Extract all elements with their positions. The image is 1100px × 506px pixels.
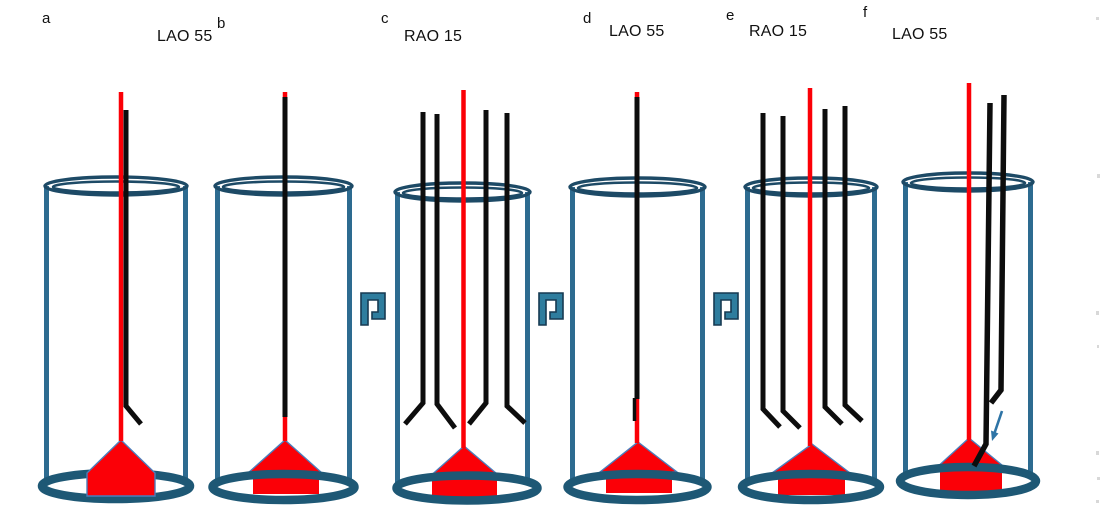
view-label-rao15-e: RAO 15 — [749, 23, 808, 40]
cylinder-b — [208, 92, 359, 505]
rotation-icon — [713, 292, 739, 326]
cylinder-c-walls — [395, 192, 530, 483]
pointer-arrow-icon — [991, 410, 1004, 441]
view-label-lao55-d: LAO 55 — [609, 23, 665, 40]
rotation-icon — [360, 292, 386, 326]
cylinder-b-walls — [215, 186, 352, 482]
red-cone-b — [246, 439, 324, 474]
view-label-rao15-c: RAO 15 — [404, 28, 463, 45]
panel-letter-f: f — [863, 4, 868, 21]
view-label-lao55-f: LAO 55 — [892, 26, 948, 43]
red-cone-a — [86, 439, 156, 497]
cylinder-a-rim-icon — [43, 175, 189, 197]
cylinder-d — [563, 92, 712, 505]
rotation-icon — [538, 292, 564, 326]
cylinder-f — [895, 83, 1041, 500]
black-leads-c — [403, 110, 527, 430]
cylinder-e-walls — [745, 187, 877, 482]
cylinder-a-walls — [44, 186, 188, 482]
panel-letter-b: b — [217, 15, 226, 32]
cylinder-c-base-ring-icon — [392, 471, 542, 505]
red-cone-e — [769, 443, 853, 474]
panel-letter-d: d — [583, 10, 592, 27]
black-lead-a — [123, 110, 143, 426]
cylinder-e — [737, 88, 885, 505]
panel-letter-c: c — [381, 10, 389, 27]
cylinder-d-walls — [570, 187, 705, 482]
cylinder-e-base-ring-icon — [737, 469, 885, 505]
edge-artifact — [1096, 17, 1100, 503]
black-leads-e — [760, 106, 864, 430]
cylinder-f-base-ring-icon — [895, 462, 1041, 500]
red-cone-d — [597, 441, 680, 473]
cylinder-d-base-ring-icon — [563, 469, 712, 505]
panel-letter-a: a — [42, 10, 51, 27]
view-label-lao55-ab: LAO 55 — [157, 28, 213, 45]
black-leads-f — [971, 94, 1007, 468]
cylinder-f-walls — [903, 182, 1033, 478]
cylinder-b-base-ring-icon — [208, 469, 359, 505]
red-base-c — [432, 478, 497, 498]
cylinder-a — [37, 92, 195, 504]
red-base-f — [940, 469, 1002, 492]
cylinder-c — [392, 90, 542, 505]
panel-letter-e: e — [726, 7, 735, 24]
